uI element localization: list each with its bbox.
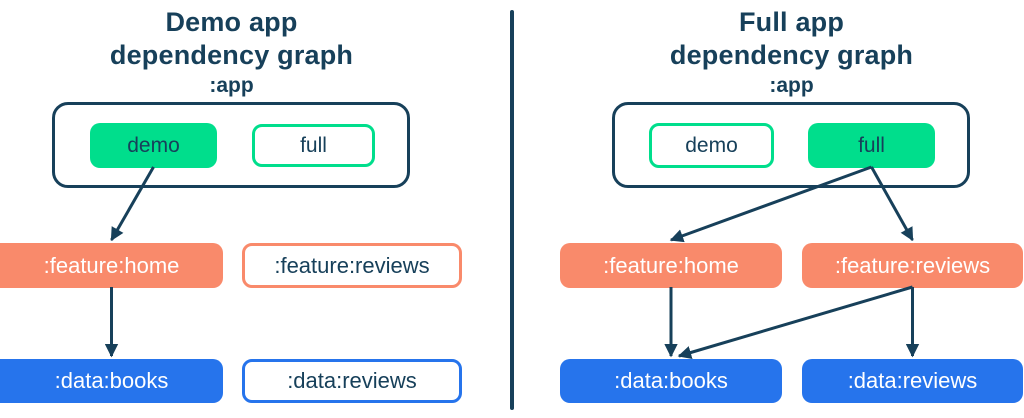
node-feature-reviews: :feature:reviews [802,243,1023,288]
demo-app-graph: Demo app dependency graph :app demo full… [0,0,463,418]
node-feature-home: :feature:home [560,243,782,288]
graph-title: Full app dependency graph [560,6,1023,72]
graph-title-line1: Demo app [165,7,298,37]
node-demo-flavor: demo [90,123,217,168]
node-demo-flavor: demo [649,123,774,168]
app-module-container [52,102,410,188]
node-feature-home: :feature:home [0,243,223,288]
app-module-label: :app [209,74,254,97]
node-data-books: :data:books [560,359,782,403]
section-divider [510,10,514,410]
node-data-reviews: :data:reviews [242,359,462,403]
graph-title-line2: dependency graph [109,40,354,70]
full-app-graph: Full app dependency graph :app demo full… [560,0,1023,418]
node-full-flavor: full [808,123,935,168]
app-module-label: :app [769,74,814,97]
node-full-flavor: full [252,124,375,167]
graph-title-line2: dependency graph [669,40,914,70]
node-data-reviews: :data:reviews [802,359,1023,403]
node-feature-reviews: :feature:reviews [242,243,462,288]
node-data-books: :data:books [0,359,223,403]
graph-title-line1: Full app [738,7,845,37]
graph-title: Demo app dependency graph [0,6,463,72]
